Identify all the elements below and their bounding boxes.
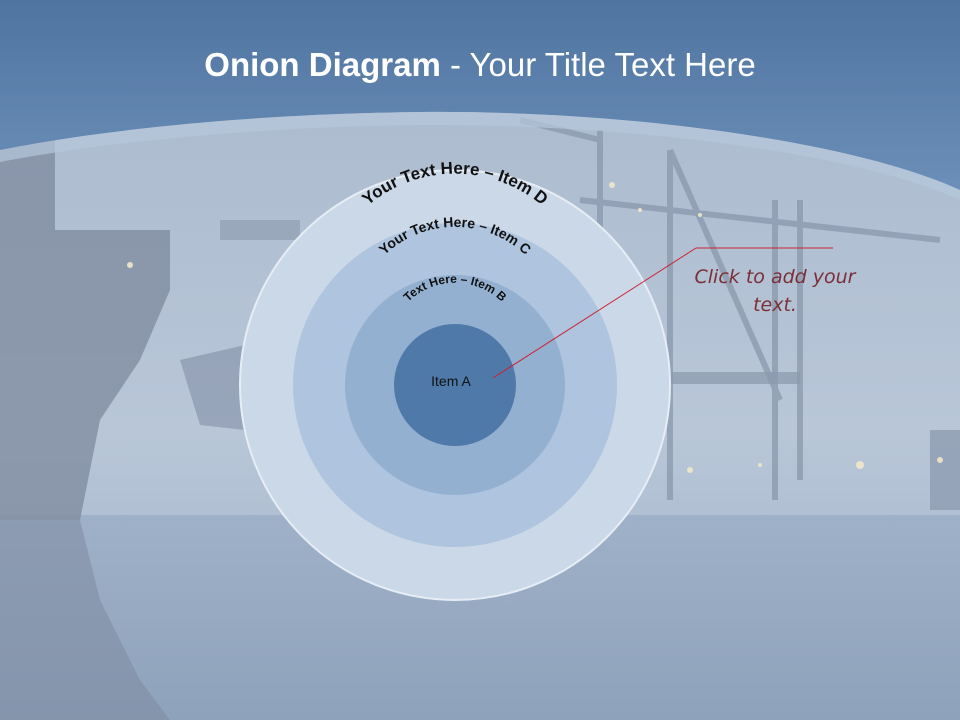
callout-leader-line: [492, 247, 697, 379]
layer-a-label: Item A: [431, 373, 471, 389]
slide-title[interactable]: Onion Diagram - Your Title Text Here: [0, 46, 960, 84]
onion-layer-a[interactable]: [394, 324, 516, 446]
callout-text[interactable]: Click to add your text.: [694, 266, 856, 316]
title-bold-text: Onion Diagram: [204, 46, 441, 83]
title-rest-text: - Your Title Text Here: [440, 46, 756, 83]
